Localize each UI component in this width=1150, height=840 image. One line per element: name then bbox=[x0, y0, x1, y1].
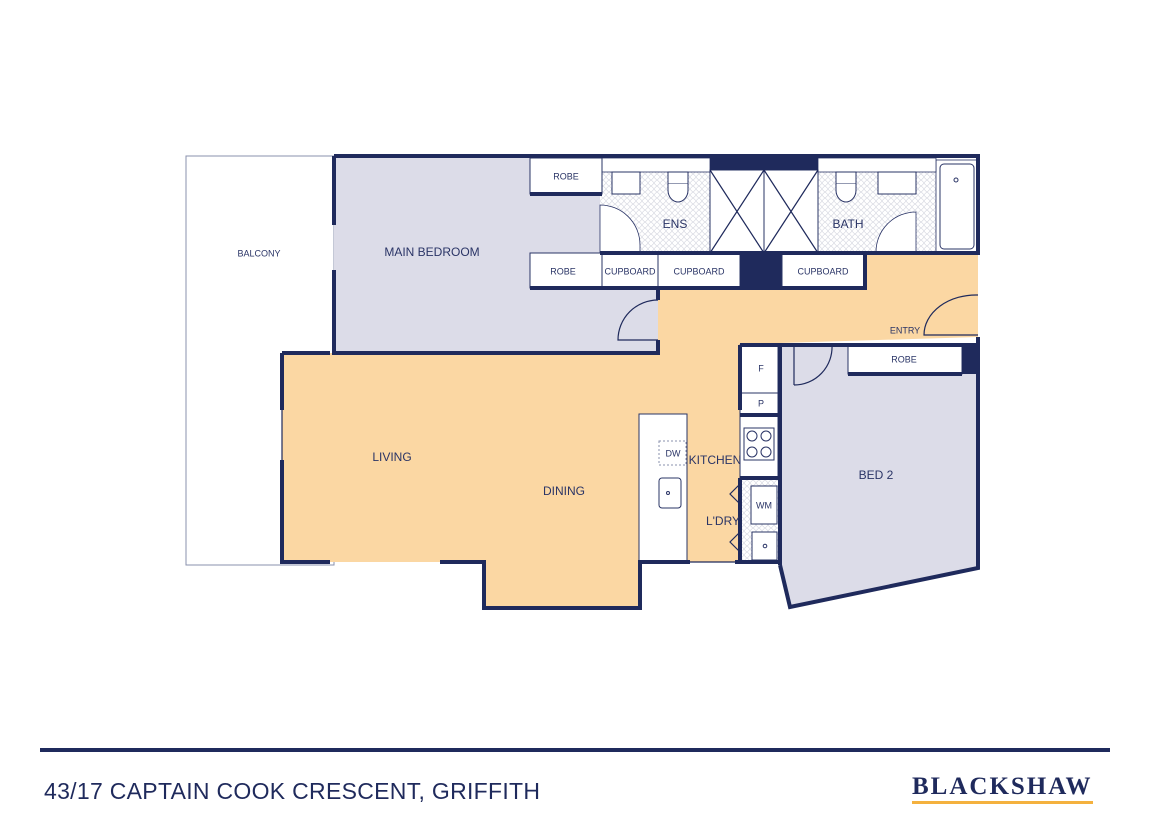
ens-cistern bbox=[667, 171, 689, 185]
living-area bbox=[282, 253, 978, 608]
bath-toilet bbox=[835, 184, 857, 203]
balcony-label: BALCONY bbox=[237, 248, 280, 258]
cupboard-label: CUPBOARD bbox=[673, 266, 725, 276]
entry-label: ENTRY bbox=[890, 325, 920, 335]
robe-bed2 bbox=[847, 344, 963, 375]
washing-machine-label: WM bbox=[756, 500, 772, 510]
bed2-door[interactable] bbox=[793, 344, 833, 386]
main-bedroom-door[interactable] bbox=[617, 299, 659, 341]
cupboard-3 bbox=[781, 252, 866, 289]
kitchen-label: KITCHEN bbox=[689, 453, 742, 467]
property-address: 43/17 CAPTAIN COOK CRESCENT, GRIFFITH bbox=[44, 778, 541, 804]
dishwasher-label: DW bbox=[666, 448, 681, 458]
bed2-label: BED 2 bbox=[859, 468, 894, 482]
robe-label: ROBE bbox=[553, 171, 579, 181]
ens-toilet bbox=[667, 184, 689, 203]
washing-machine bbox=[750, 485, 778, 525]
living-label: LIVING bbox=[372, 450, 411, 464]
cupboard-label: CUPBOARD bbox=[797, 266, 849, 276]
brand-logo: BLACKSHAW bbox=[912, 774, 1093, 804]
laundry-label: L'DRY bbox=[706, 514, 740, 528]
bath-basin bbox=[877, 171, 917, 195]
laundry-doors[interactable] bbox=[729, 483, 741, 553]
bath-drain bbox=[953, 177, 959, 183]
main-bedroom-label: MAIN BEDROOM bbox=[384, 245, 479, 259]
bed2-area bbox=[780, 345, 978, 607]
fridge-label: F bbox=[758, 363, 764, 373]
bath-label: BATH bbox=[832, 217, 863, 231]
footer-divider bbox=[40, 748, 1110, 752]
dishwasher bbox=[658, 440, 687, 466]
ens-door[interactable] bbox=[599, 204, 641, 254]
fridge bbox=[739, 344, 779, 394]
laundry-tub bbox=[751, 531, 778, 561]
ens-vanity-bench bbox=[599, 157, 711, 173]
robe-label: ROBE bbox=[891, 354, 917, 364]
robe-main bbox=[529, 252, 603, 289]
pantry-label: P bbox=[758, 398, 764, 408]
ens-label: ENS bbox=[663, 217, 688, 231]
bathtub-basin bbox=[939, 163, 975, 250]
bath-vanity-bench bbox=[817, 157, 937, 173]
ens-basin bbox=[611, 171, 641, 195]
bath-cistern bbox=[835, 171, 857, 185]
dining-label: DINING bbox=[543, 484, 585, 498]
entry-door[interactable] bbox=[923, 294, 979, 336]
cupboard-label: CUPBOARD bbox=[604, 266, 656, 276]
robe-label: ROBE bbox=[550, 266, 576, 276]
